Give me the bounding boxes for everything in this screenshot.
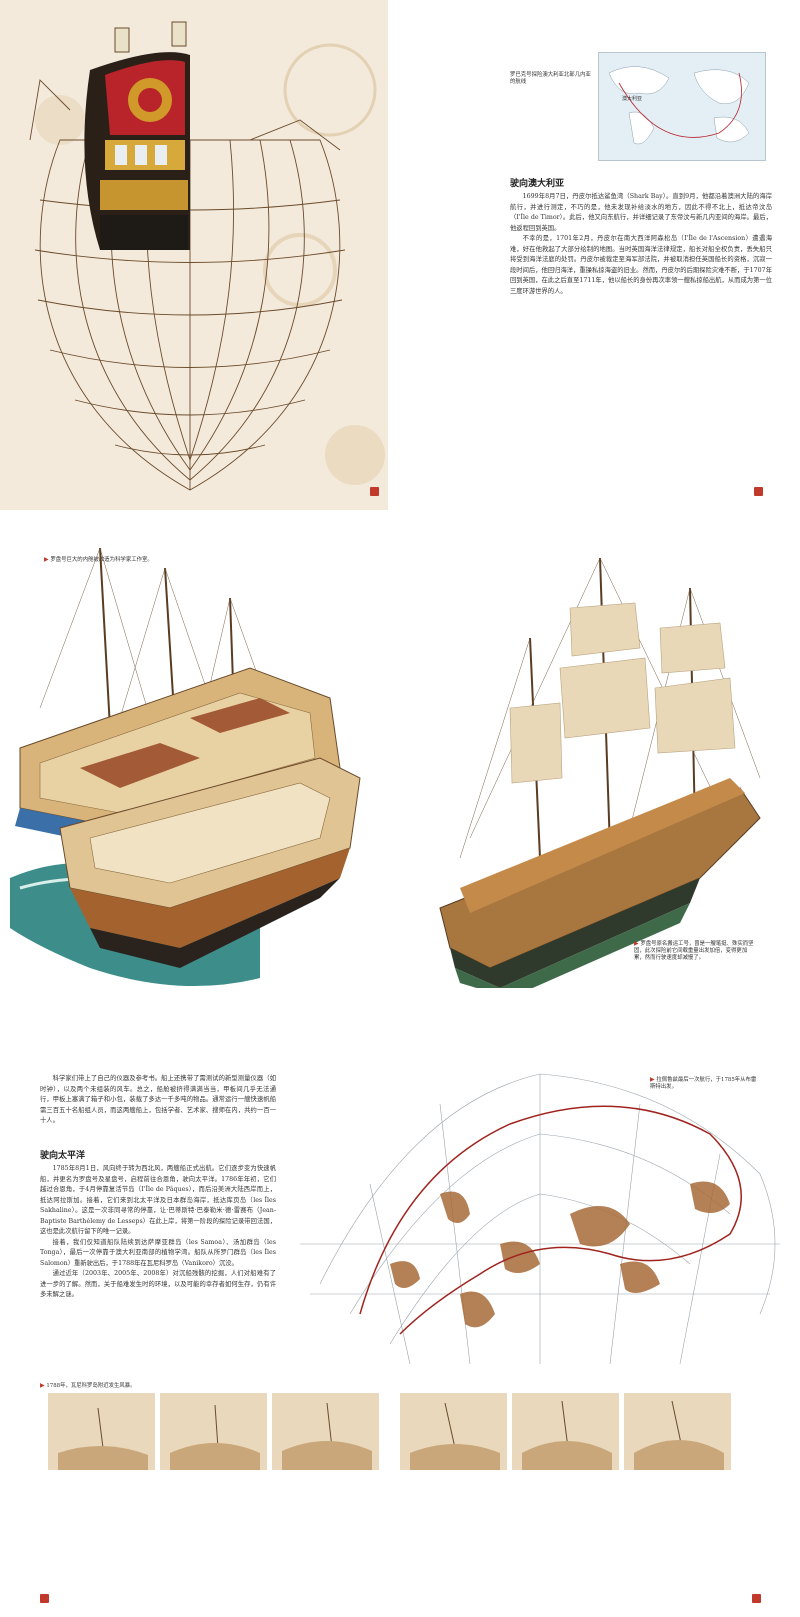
page-gutter — [390, 1381, 396, 1481]
voyage-route-map — [300, 1073, 780, 1365]
article-body-australia: 1699年8月7日，丹皮尔抵达鲨鱼湾（Shark Bay）。直到9月，他都沿着澳… — [510, 192, 772, 297]
storm-panel-6 — [624, 1393, 731, 1470]
caption-arrow-icon: ▶ — [40, 1382, 45, 1389]
spread-ship-stern: 罗巴克号探险澳大利亚北部几内亚的航线 澳大利亚 驶向澳大利亚 1699年8月7日… — [0, 0, 800, 510]
map-label-australia: 澳大利亚 — [622, 96, 643, 102]
paragraph: 科学家们带上了自己的仪器及参考书。船上还携带了需测试的新型测量仪器（如时钟），以… — [40, 1075, 276, 1124]
storm-panel-5 — [512, 1393, 619, 1470]
route-map-inset — [598, 52, 766, 161]
page-marker-right — [754, 487, 763, 496]
page-marker-left — [40, 1594, 49, 1603]
paragraph: 1785年8月1日，风向终于转为西北风，两艘船正式出航。它们逐步变为快速帆船，并… — [40, 1165, 276, 1235]
cutaway-ship-illustration — [10, 547, 361, 986]
article-body-pacific: 1785年8月1日，风向终于转为西北风，两艘船正式出航。它们逐步变为快速帆船，并… — [40, 1164, 276, 1301]
map-caption: ▶ 拉佩鲁兹最后一次航行，于1785年从布雷斯特出发。 — [650, 1076, 760, 1091]
storm-panel-2 — [160, 1393, 267, 1470]
storm-panel-1 — [48, 1393, 155, 1470]
spread-pacific-voyage: 科学家们带上了自己的仪器及参考书。船上还携带了需测试的新型测量仪器（如时钟），以… — [0, 1064, 800, 1617]
parchment-page-left — [0, 0, 388, 510]
strip-caption: ▶ 1788年，瓦尼科罗岛附近发生风暴。 — [40, 1382, 340, 1390]
spread-ship-cutaways: ▶ 罗盘号巨大的内舱被改造为科学家工作室。 — [0, 528, 800, 1058]
section-heading-pacific: 驶向太平洋 — [40, 1151, 86, 1161]
caption-arrow-icon: ▶ — [650, 1076, 655, 1083]
stern-illustration — [29, 21, 385, 491]
storm-panel-4 — [400, 1393, 507, 1470]
paragraph: 1699年8月7日，丹皮尔抵达鲨鱼湾（Shark Bay）。直到9月，他都沿着澳… — [510, 193, 772, 232]
caption-arrow-icon: ▶ — [634, 940, 639, 947]
caption-ship: ▶ 罗盘号原名搬运工号，曾是一艘笔挺、殊实而坚固，此次探险前它间载重量出发加倍，… — [634, 940, 754, 962]
full-ship-illustration — [439, 557, 761, 988]
paragraph: 通过近年（2003年、2005年、2008年）对沉船残骸的挖掘，人们对船难有了进… — [40, 1270, 276, 1298]
section-heading-australia: 驶向澳大利亚 — [510, 179, 565, 189]
paragraph: 不幸的是，1701年2月，丹皮尔在南大西洋阿森松岛（I'Île de l'Asc… — [510, 235, 772, 295]
caption-text: 1788年，瓦尼科罗岛附近发生风暴。 — [46, 1383, 136, 1389]
map-caption: 罗巴克号探险澳大利亚北部几内亚的航线 — [510, 72, 591, 85]
storm-panel-3 — [272, 1393, 379, 1470]
caption-text: 拉佩鲁兹最后一次航行，于1785年从布雷斯特出发。 — [650, 1077, 757, 1090]
intro-body: 科学家们带上了自己的仪器及参考书。船上还携带了需测试的新型测量仪器（如时钟），以… — [40, 1074, 276, 1127]
page-marker-left — [370, 487, 379, 496]
paragraph: 接着，我们仅知道船队陆续到达萨摩亚群岛（les Samoa）、汤加群岛（les … — [40, 1238, 276, 1267]
caption-text: 罗盘号原名搬运工号，曾是一艘笔挺、殊实而坚固，此次探险前它间载重量出发加倍，变得… — [634, 941, 754, 961]
caption-arrow-icon: ▶ — [44, 556, 49, 563]
page-marker-right — [752, 1594, 761, 1603]
